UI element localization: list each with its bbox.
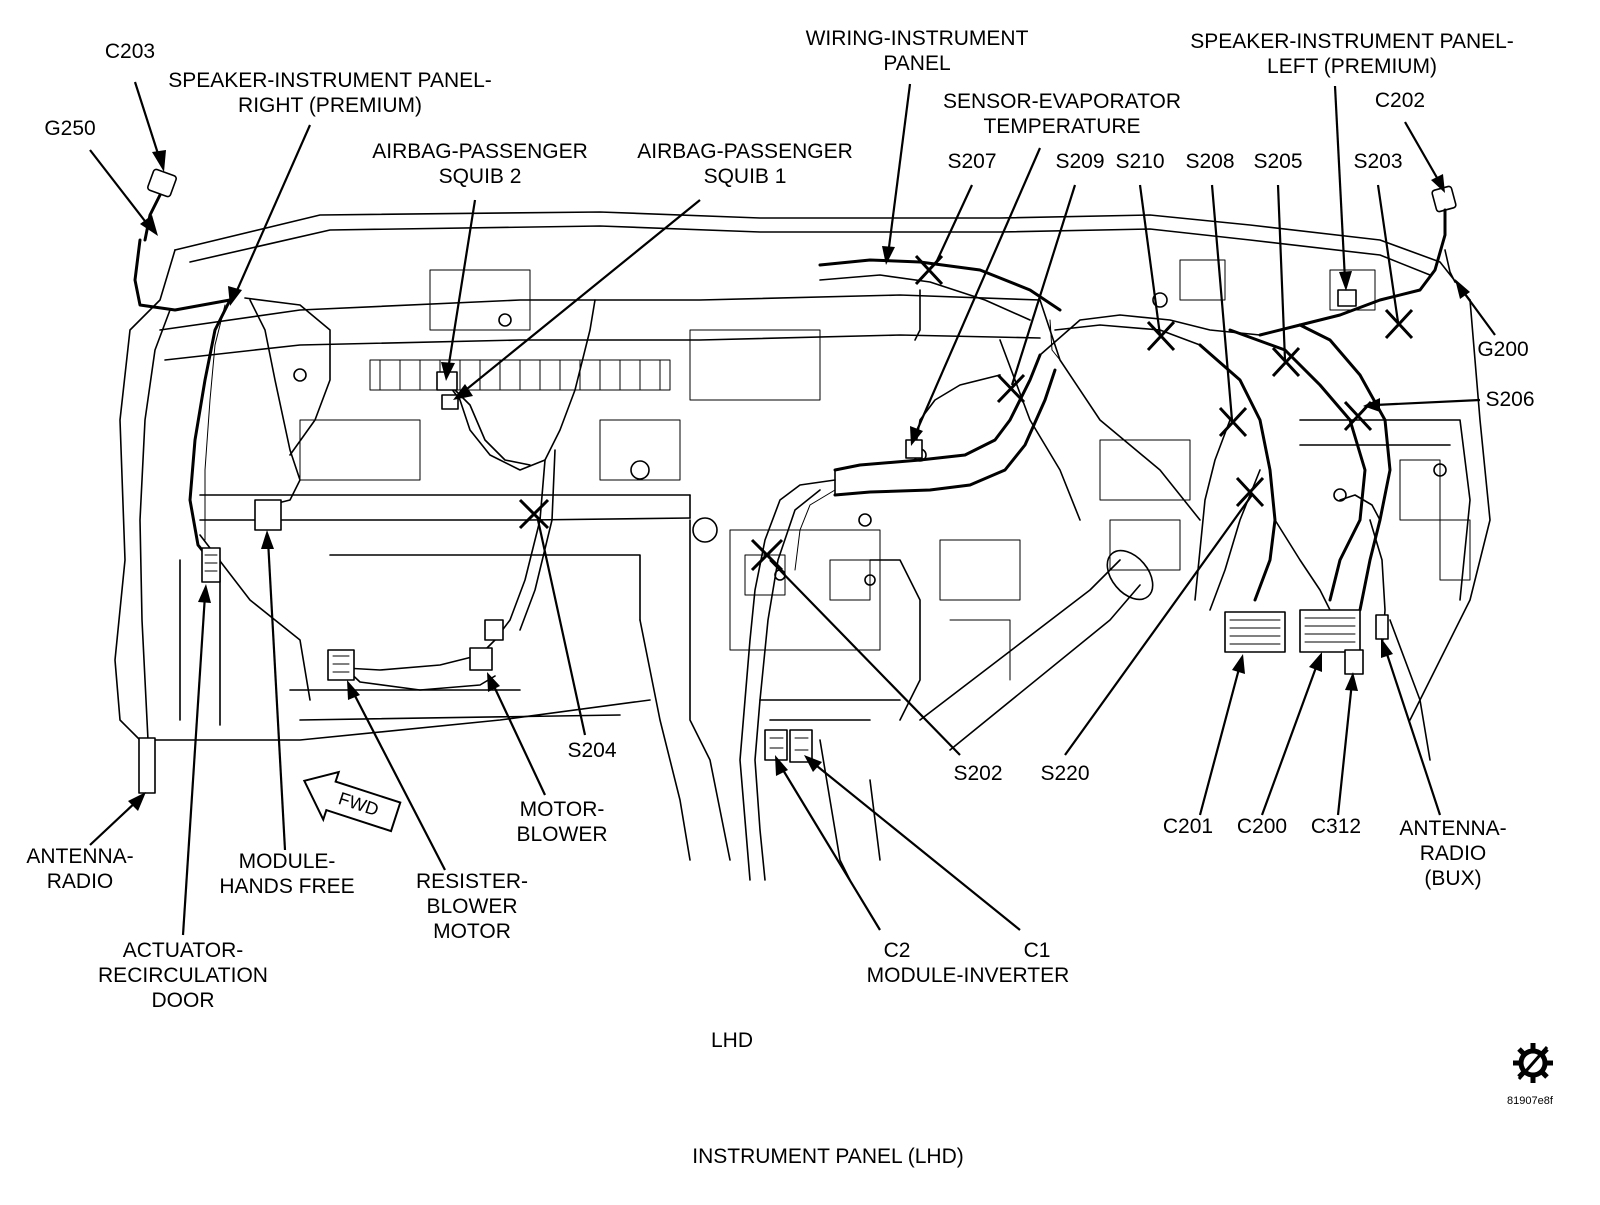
label-c202: C202 xyxy=(1375,89,1425,112)
figure-code: 81907e8f xyxy=(1507,1095,1554,1107)
label-speaker-left-1: SPEAKER-INSTRUMENT PANEL- xyxy=(1190,30,1514,53)
fwd-arrow: FWD xyxy=(302,770,402,833)
label-g200: G200 xyxy=(1477,338,1528,361)
splice-s220-mark xyxy=(1235,476,1265,508)
splice-s210-mark xyxy=(1146,320,1176,352)
callout-labels: C203 G250 SPEAKER-INSTRUMENT PANEL- RIGH… xyxy=(26,27,1534,1012)
label-c203: C203 xyxy=(105,40,155,63)
label-resister-blower-1: RESISTER- xyxy=(416,870,528,893)
label-c1: C1 xyxy=(1024,939,1051,962)
gear-strike-icon xyxy=(1513,1043,1553,1083)
label-wiring-ip-1: WIRING-INSTRUMENT xyxy=(806,27,1029,50)
label-c312: C312 xyxy=(1311,815,1361,838)
splice-marks xyxy=(518,254,1414,572)
splice-s205-mark xyxy=(1271,346,1301,378)
figure-caption: INSTRUMENT PANEL (LHD) xyxy=(692,1145,963,1168)
label-speaker-left-2: LEFT (PREMIUM) xyxy=(1267,55,1437,78)
splice-s204-mark xyxy=(518,498,550,530)
label-airbag-squib2-2: SQUIB 2 xyxy=(439,165,522,188)
label-actuator-recirc-3: DOOR xyxy=(152,989,215,1012)
instrument-panel-drawing xyxy=(114,168,1491,881)
label-s210: S210 xyxy=(1115,150,1164,173)
label-actuator-recirc-2: RECIRCULATION xyxy=(98,964,268,987)
label-c2: C2 xyxy=(884,939,911,962)
splice-s203-mark xyxy=(1384,308,1414,340)
leader-lines xyxy=(89,81,1496,936)
label-module-hands-free-1: MODULE- xyxy=(239,850,336,873)
label-actuator-recirc-1: ACTUATOR- xyxy=(123,939,244,962)
label-s203: S203 xyxy=(1353,150,1402,173)
label-antenna-radio-bux-3: (BUX) xyxy=(1424,867,1481,890)
view-label: LHD xyxy=(711,1029,753,1052)
label-s220: S220 xyxy=(1040,762,1089,785)
label-s206: S206 xyxy=(1485,388,1534,411)
label-module-inverter: MODULE-INVERTER xyxy=(867,964,1070,987)
label-g250: G250 xyxy=(44,117,95,140)
label-module-hands-free-2: HANDS FREE xyxy=(219,875,354,898)
splice-s209-mark xyxy=(996,373,1026,404)
label-motor-blower-1: MOTOR- xyxy=(520,798,605,821)
label-c200: C200 xyxy=(1237,815,1287,838)
label-motor-blower-2: BLOWER xyxy=(516,823,607,846)
label-speaker-right-1: SPEAKER-INSTRUMENT PANEL- xyxy=(168,69,492,92)
label-s204: S204 xyxy=(567,739,616,762)
splice-s208-mark xyxy=(1218,406,1248,438)
label-s208: S208 xyxy=(1185,150,1234,173)
label-antenna-radio-1: ANTENNA- xyxy=(26,845,133,868)
label-resister-blower-2: BLOWER xyxy=(426,895,517,918)
label-c201: C201 xyxy=(1163,815,1213,838)
label-wiring-ip-2: PANEL xyxy=(883,52,950,75)
label-airbag-squib1-2: SQUIB 1 xyxy=(704,165,787,188)
label-speaker-right-2: RIGHT (PREMIUM) xyxy=(238,94,422,117)
label-airbag-squib1-1: AIRBAG-PASSENGER xyxy=(637,140,853,163)
label-s209: S209 xyxy=(1055,150,1104,173)
label-airbag-squib2-1: AIRBAG-PASSENGER xyxy=(372,140,588,163)
label-s202: S202 xyxy=(953,762,1002,785)
label-sensor-evap-1: SENSOR-EVAPORATOR xyxy=(943,90,1181,113)
label-s207: S207 xyxy=(947,150,996,173)
label-antenna-radio-bux-1: ANTENNA- xyxy=(1399,817,1506,840)
label-antenna-radio-bux-2: RADIO xyxy=(1420,842,1487,865)
label-antenna-radio-2: RADIO xyxy=(47,870,114,893)
label-sensor-evap-2: TEMPERATURE xyxy=(983,115,1140,138)
label-resister-blower-3: MOTOR xyxy=(433,920,511,943)
splice-s202-mark xyxy=(750,538,784,572)
label-s205: S205 xyxy=(1253,150,1302,173)
